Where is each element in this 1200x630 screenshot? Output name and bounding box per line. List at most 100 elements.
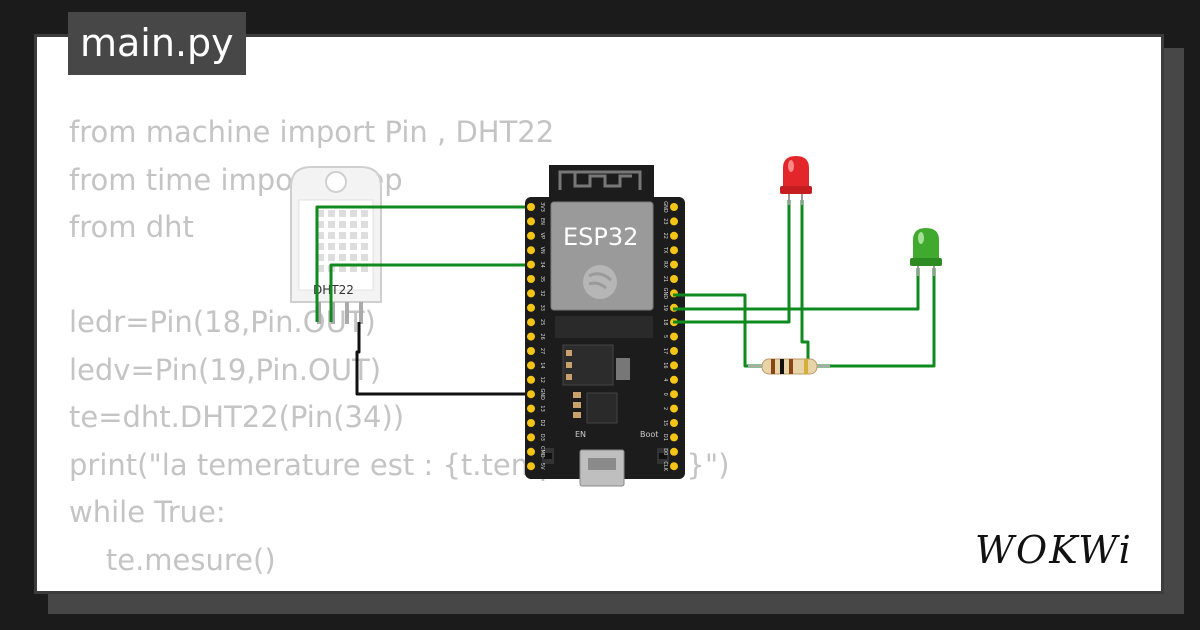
board-pin-label: 35 xyxy=(539,276,545,282)
wire-gnd-resistor xyxy=(673,293,762,368)
board-pin xyxy=(670,433,678,442)
board-pin-label: 5V xyxy=(539,463,545,470)
board-pin xyxy=(527,361,535,370)
wire-19-green-led xyxy=(673,268,920,311)
board-pin xyxy=(527,231,535,240)
board-pin-label: EN xyxy=(539,218,545,225)
board-pin-label: RX xyxy=(662,261,668,268)
wire-resistor-green xyxy=(816,268,936,368)
board-pin-label: 13 xyxy=(539,405,545,411)
board-pin xyxy=(670,419,678,427)
code-line: te=dht.DHT22(Pin(34)) xyxy=(69,400,405,434)
board-pin-label: 27 xyxy=(539,348,545,354)
file-tab[interactable]: main.py xyxy=(68,12,246,75)
circuit-diagram: DHT22 ESP32 xyxy=(290,156,942,487)
board-pin-label: 23 xyxy=(662,218,668,224)
wire-18-red-led xyxy=(673,200,791,324)
sensor-label: DHT22 xyxy=(313,283,354,297)
wire-red-resistor xyxy=(800,200,810,366)
code-line: print(t.temp()) xyxy=(69,584,730,591)
board-pin xyxy=(527,203,535,211)
board-pin xyxy=(670,231,678,240)
board-pin xyxy=(670,347,678,355)
board-pin xyxy=(670,390,678,399)
board-pin xyxy=(527,404,535,413)
code-line: te.mesure() xyxy=(69,542,276,577)
board-pin-label: VN xyxy=(539,247,545,254)
board-pin-label: 2 xyxy=(662,407,668,410)
dht22-sensor: DHT22 xyxy=(290,166,382,324)
board-pin-label: GND xyxy=(662,288,668,300)
board-pin xyxy=(670,332,678,341)
board-pin-label: 22 xyxy=(662,233,668,239)
board-pin xyxy=(527,318,535,327)
board-pin-label: CMD xyxy=(539,446,545,458)
board-pin-label: 34 xyxy=(539,261,545,267)
board-pin-label: GND xyxy=(539,388,545,400)
wokwi-logo: WOKWi xyxy=(975,528,1133,572)
esp32-board: ESP32 EN Boot xyxy=(525,165,685,487)
resistor xyxy=(748,358,830,375)
code-line: ledr=Pin(18,Pin.OUT) xyxy=(69,305,376,339)
board-pin-label: 16 xyxy=(662,362,668,368)
board-pin xyxy=(670,447,678,456)
board-pin xyxy=(527,390,535,399)
green-led xyxy=(910,228,942,276)
board-pin-label: 3V3 xyxy=(539,202,545,212)
board-pin-label: 25 xyxy=(539,319,545,325)
code-line: from machine import Pin , DHT22 xyxy=(69,115,555,149)
board-pin-label: TX xyxy=(662,246,668,254)
board-pin-label: 4 xyxy=(662,378,668,381)
board-pin xyxy=(527,347,535,355)
board-pin xyxy=(670,275,678,283)
board-pin-label: 26 xyxy=(539,333,545,339)
board-pin xyxy=(670,361,678,370)
board-pin-label: D3 xyxy=(539,434,545,441)
board-pin xyxy=(527,260,535,269)
wire-vcc xyxy=(315,205,531,322)
board-pin-label: 12 xyxy=(539,377,545,383)
code-line: ledv=Pin(19,Pin.OUT) xyxy=(69,352,382,387)
board-pin-label: 21 xyxy=(662,276,668,282)
board-pin xyxy=(527,303,535,312)
board-pin-label: 5 xyxy=(662,335,668,338)
board-pin-label: 17 xyxy=(662,348,668,354)
board-pin xyxy=(527,433,535,442)
board-pin-label: 19 xyxy=(662,305,668,311)
board-pin xyxy=(527,375,535,384)
board-pin-label: 18 xyxy=(662,319,668,325)
code-line: from dht xyxy=(69,210,194,244)
board-pin xyxy=(670,217,678,226)
board-pin-label: D1 xyxy=(662,434,668,441)
board-pin xyxy=(670,404,678,413)
brand-name: WOKWi xyxy=(975,528,1133,572)
board-pin-label: D2 xyxy=(539,419,545,426)
board-pin xyxy=(527,447,535,456)
board-pin-label: 0 xyxy=(662,393,668,396)
board-pin xyxy=(527,419,535,427)
board-pin-label: VP xyxy=(539,233,545,239)
wire-gnd xyxy=(355,322,531,396)
board-pin xyxy=(670,462,678,471)
board-pin xyxy=(527,462,535,471)
board-pin xyxy=(670,246,678,255)
board-label: ESP32 xyxy=(563,223,638,251)
red-led xyxy=(780,156,812,205)
wire-data xyxy=(329,263,531,322)
board-pin xyxy=(670,260,678,269)
board-pin xyxy=(527,246,535,255)
board-pin-label: 15 xyxy=(662,420,668,426)
code-line: while True: xyxy=(69,495,226,529)
boot-label: Boot xyxy=(640,430,658,439)
board-pin-label: 32 xyxy=(539,290,545,296)
board-pin xyxy=(670,203,678,211)
board-pin-label: D0 xyxy=(662,448,668,455)
board-pin xyxy=(527,332,535,341)
board-pin-label: GND xyxy=(662,201,668,213)
board-pin-label: CLK xyxy=(662,461,668,471)
board-pin-label: 14 xyxy=(539,362,545,368)
board-pin xyxy=(527,217,535,226)
board-pin xyxy=(670,375,678,384)
